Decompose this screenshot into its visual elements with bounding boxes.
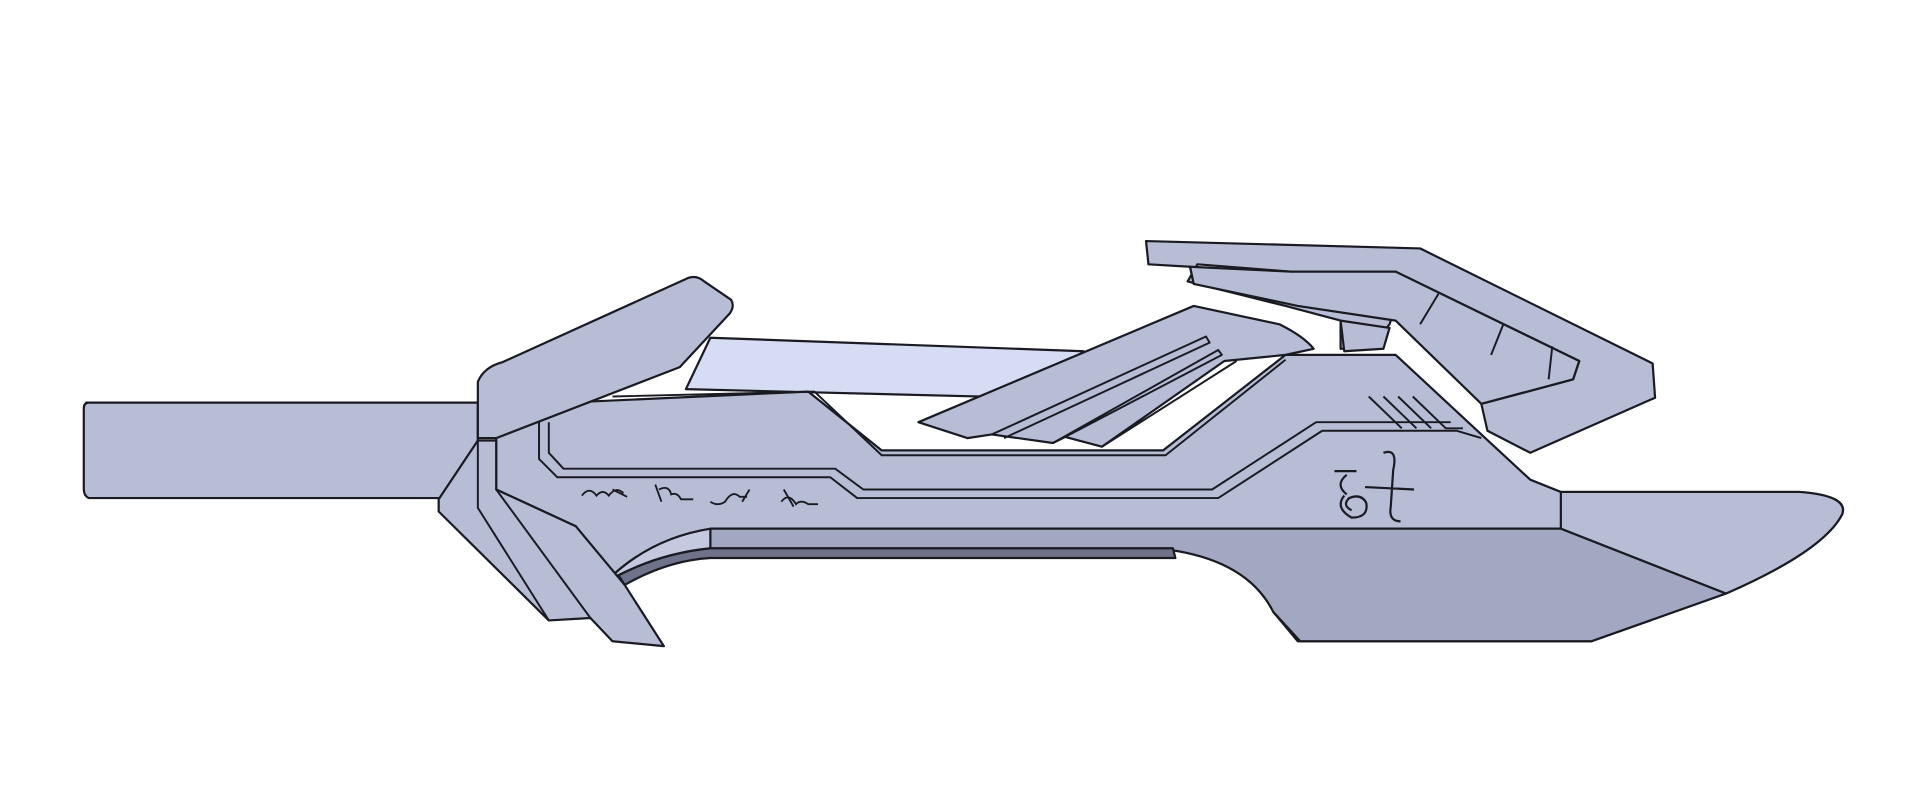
wing-post (1339, 319, 1391, 353)
fin-slot-2 (1052, 349, 1223, 444)
wing-inner-panel (1188, 265, 1581, 405)
fin-slot-3 (1101, 360, 1238, 448)
handle (82, 401, 479, 500)
fuller-groove (617, 547, 1177, 587)
fin-slot-1 (991, 335, 1211, 439)
wing-rib-1 (1419, 293, 1440, 325)
engraved-markings (581, 484, 819, 508)
panel-line-outer (538, 422, 1482, 500)
guard-lower-fin (437, 439, 665, 648)
fuller-edge (605, 527, 712, 583)
guard-upper-fin (476, 275, 734, 440)
vent-slots (1368, 395, 1463, 430)
panel-line-inner (547, 421, 1451, 491)
wing-rib-2 (1490, 323, 1505, 356)
panel-line-top (612, 359, 1287, 457)
wing-rib-3 (1547, 346, 1554, 380)
blade-tip-face (1559, 490, 1845, 595)
guard-edge (495, 488, 592, 619)
guard-edge-2 (476, 440, 550, 621)
blade-lower-face (709, 527, 1728, 643)
engraved-emblem (1334, 450, 1415, 523)
